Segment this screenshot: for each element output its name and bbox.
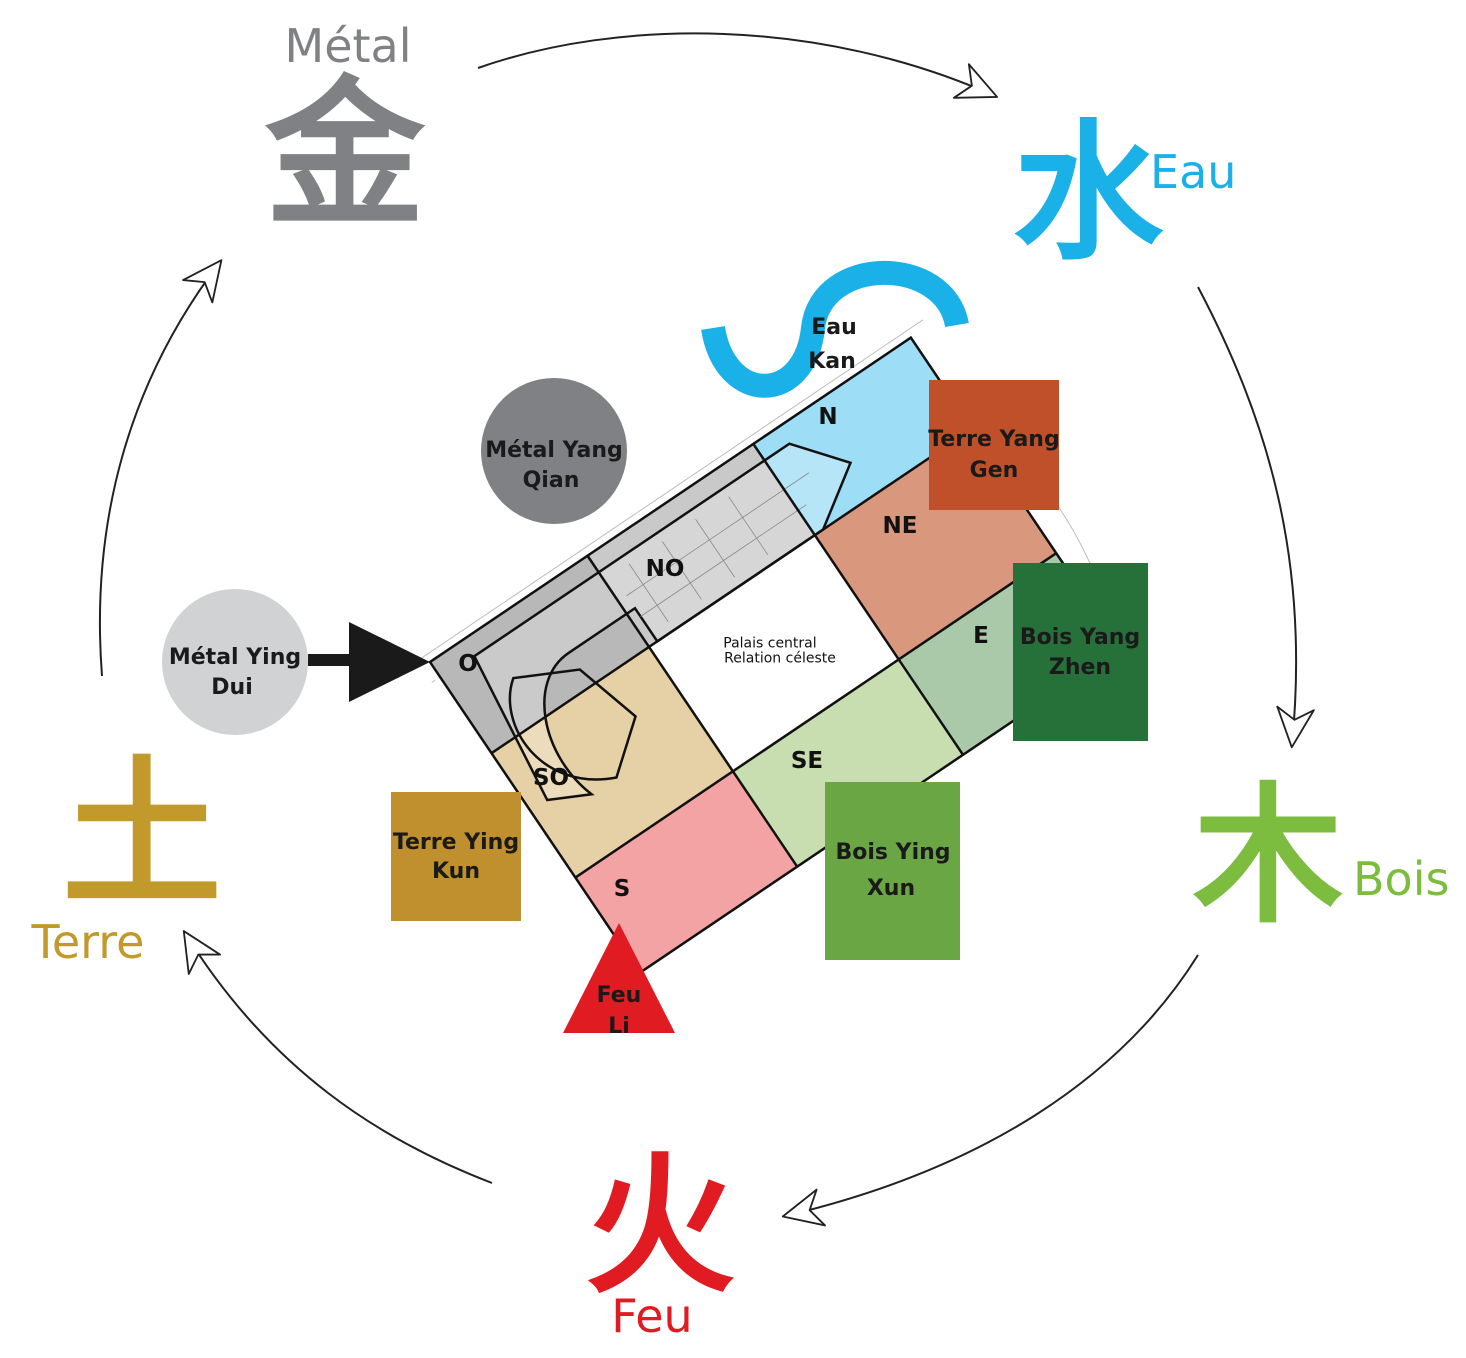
center-line2: Relation céleste xyxy=(724,650,836,666)
dir-so: SO xyxy=(533,765,569,791)
wood-ying-line2: Xun xyxy=(867,876,915,901)
symbol-fire-li: Feu Li xyxy=(563,923,675,1039)
earth-ying-line1: Terre Ying xyxy=(393,830,519,855)
metal-hanzi: 金 xyxy=(264,60,426,248)
dir-se: SE xyxy=(791,748,823,774)
arrow-wood-to-fire xyxy=(781,954,1199,1227)
dir-o: O xyxy=(458,651,478,677)
plan-detail xyxy=(626,472,810,623)
water-word: Eau xyxy=(1150,145,1236,199)
metal-yang-line2: Qian xyxy=(523,468,580,493)
cell-o xyxy=(430,555,650,754)
metal-ying-line1: Métal Ying xyxy=(169,645,301,670)
wood-yang-line1: Bois Yang xyxy=(1020,625,1140,650)
wood-ying-line1: Bois Ying xyxy=(835,840,950,865)
symbol-earth-yang: Terre Yang Gen xyxy=(928,380,1060,510)
symbol-wood-yang: Bois Yang Zhen xyxy=(1013,563,1148,741)
arrow-fire-to-earth xyxy=(182,930,493,1184)
cell-n xyxy=(753,337,973,536)
pointer-arrow-head xyxy=(349,622,430,702)
symbol-wood-ying: Bois Ying Xun xyxy=(825,782,960,960)
fire-hanzi: 火 xyxy=(585,1138,735,1314)
water-hanzi: 水 xyxy=(1013,105,1164,281)
metal-word: Métal xyxy=(285,19,412,73)
water-kan-line2: Kan xyxy=(808,349,856,374)
dir-n: N xyxy=(818,404,837,430)
arrow-water-to-wood xyxy=(1197,286,1315,749)
element-water: 水 Eau xyxy=(1013,105,1236,281)
wood-word: Bois xyxy=(1353,852,1449,906)
cell-s xyxy=(575,771,798,973)
cycle-arrows xyxy=(98,32,1315,1227)
dir-no: NO xyxy=(646,556,685,582)
cell-center xyxy=(649,535,899,772)
element-metal: Métal 金 xyxy=(264,19,426,248)
cell-so xyxy=(491,646,733,878)
water-kan-line1: Eau xyxy=(811,315,857,340)
earth-word: Terre xyxy=(31,915,145,969)
arrow-metal-to-water xyxy=(477,32,999,99)
dir-s: S xyxy=(614,876,631,902)
arrow-earth-to-metal xyxy=(98,259,223,677)
symbol-earth-ying: Terre Ying Kun xyxy=(391,792,521,921)
dir-e: E xyxy=(973,623,989,649)
symbol-metal-yang: Métal Yang Qian xyxy=(481,378,627,524)
fire-li-line2: Li xyxy=(608,1014,630,1039)
metal-ying-line2: Dui xyxy=(211,675,252,700)
earth-ying-line2: Kun xyxy=(432,859,480,884)
symbol-metal-ying: Métal Ying Dui xyxy=(162,589,430,735)
fire-li-line1: Feu xyxy=(597,983,642,1008)
cell-se xyxy=(732,659,964,867)
element-earth: 土 Terre xyxy=(31,740,222,969)
wood-yang-line2: Zhen xyxy=(1049,655,1111,680)
center-line1: Palais central xyxy=(723,635,816,651)
dir-ne: NE xyxy=(883,513,918,539)
earth-yang-line1: Terre Yang xyxy=(928,427,1059,452)
fire-word: Feu xyxy=(611,1289,692,1343)
earth-hanzi: 土 xyxy=(62,740,222,928)
direction-labels: N NE E SE S SO O NO xyxy=(458,404,989,902)
pointer-arrow-shaft xyxy=(308,654,354,666)
metal-yang-line1: Métal Yang xyxy=(485,438,623,463)
element-wood: 木 Bois xyxy=(1193,768,1449,944)
water-wave xyxy=(701,260,969,398)
element-fire: 火 Feu xyxy=(585,1138,735,1343)
symbol-water-kan: Eau Kan xyxy=(701,260,969,398)
wood-hanzi: 木 xyxy=(1193,768,1343,944)
earth-yang-line2: Gen xyxy=(970,458,1019,483)
